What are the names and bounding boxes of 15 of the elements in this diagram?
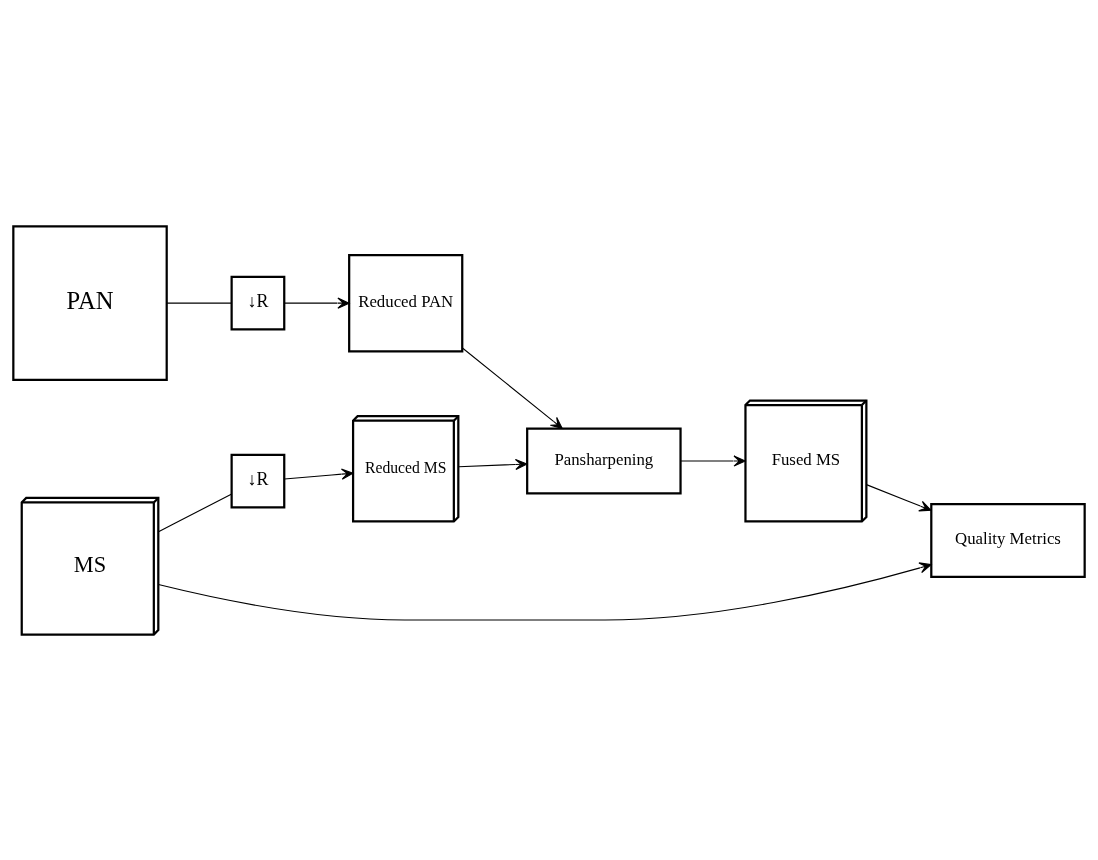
node-box: PAN: [12, 224, 168, 381]
node-box: ↓R: [230, 453, 286, 509]
node-box: Reduced PAN: [348, 253, 464, 352]
node-box: ↓R: [230, 275, 286, 331]
arrow: [283, 297, 350, 309]
connector: [166, 302, 232, 304]
arrow: [461, 346, 563, 429]
arrow: [157, 561, 932, 621]
arrow: [680, 454, 746, 467]
connector: [157, 493, 232, 532]
arrow: [865, 483, 932, 511]
node-box: Quality Metrics: [930, 502, 1086, 578]
arrow: [283, 468, 354, 480]
arrow: [458, 458, 528, 470]
node-box: Pansharpening: [526, 426, 682, 495]
